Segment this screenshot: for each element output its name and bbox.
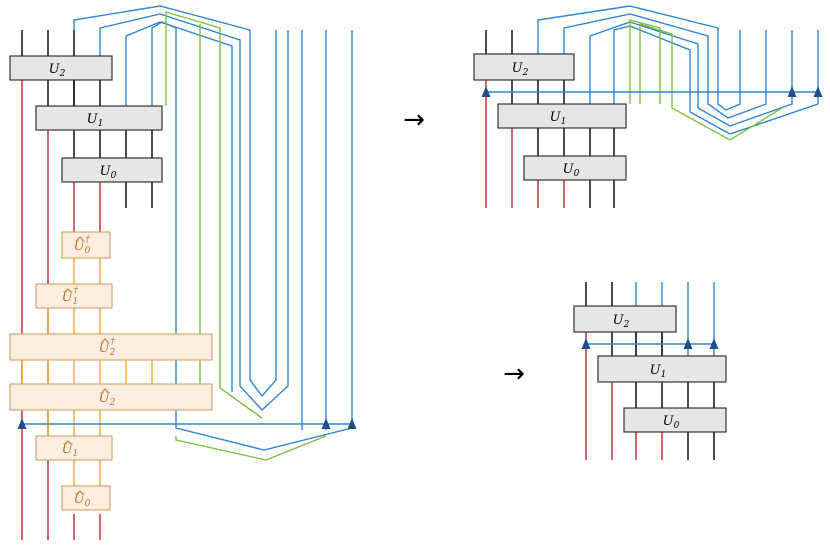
br-gate-u1-label: U1 [650,363,667,380]
br-gate-u2-label: U2 [613,313,630,330]
gates-layer [9,53,727,511]
left-green-loop-0 [165,11,263,419]
arrowheads-layer [17,86,823,429]
left-gate-u1 [35,105,163,131]
left-gate-u2-hat-label: U2 [99,391,116,408]
br-gate-u1 [597,355,727,383]
left-gate-u1-hat-hat [64,440,72,445]
tr-green-loop-1 [639,23,783,141]
transition-arrow-bottom: → [503,359,525,389]
left-arrowhead-0 [17,418,27,429]
left-gate-u2 [9,55,113,81]
left-gate-u0-hat [61,485,111,511]
br-gate-u0-label: U0 [663,414,680,431]
left-gate-u0-label: U0 [100,164,117,181]
tr-gate-u1 [497,103,627,129]
left-gate-u0-dagger-hat [76,236,84,241]
left-gate-u2-label: U2 [49,62,66,79]
left-gate-u2-dagger-label: U2† [99,337,116,358]
left-blue-loop-2 [125,21,233,392]
transition-arrow-top: → [403,105,425,135]
br-arrowhead-1 [683,338,693,349]
left-gate-u1-dagger [35,283,113,309]
tr-gate-u0-label: U0 [563,162,580,179]
wires-layer [21,5,819,540]
tr-blue-loop-0 [537,5,741,111]
left-gate-u1-dagger-label: U1† [62,286,79,307]
left-green-loop-1 [175,435,327,461]
left-gate-u0-dagger-label: U0† [74,235,91,256]
tr-arrowhead-0 [481,86,491,97]
left-gate-u1-hat-label: U1 [62,442,79,459]
left-gate-u0-hat-label: U0 [74,492,91,509]
left-gate-u2-hat-hat [101,388,109,393]
left-gate-u1-dagger-hat [64,288,72,293]
left-blue-loop-1 [99,13,289,411]
left-gate-u0-hat-hat [76,490,84,495]
tr-blue-loop-1 [563,13,767,119]
left-blue-loop-3 [151,21,353,451]
tr-gate-u1-label: U1 [550,110,567,127]
tr-green-loop-0 [629,19,661,104]
tr-gate-u2 [473,53,575,81]
left-blue-loop-0 [73,5,277,398]
br-arrowhead-0 [581,338,591,349]
left-gate-u2-dagger-hat [101,338,109,343]
left-gate-u0-dagger [61,231,111,259]
left-gate-u2-hat [9,383,213,411]
left-arrowhead-1 [321,418,331,429]
tr-arrowhead-1 [787,86,797,97]
left-gate-u2-dagger [9,333,213,361]
tr-gate-u2-label: U2 [512,61,529,78]
br-gate-u2 [573,305,677,333]
tr-arrowhead-2 [813,86,823,97]
br-gate-u0 [623,407,727,433]
left-gate-u0 [61,157,163,183]
left-gate-u1-hat [35,435,113,461]
left-gate-u1-label: U1 [87,112,104,129]
tr-gate-u0 [523,155,627,181]
tr-blue-loop-3 [613,25,819,135]
br-arrowhead-2 [709,338,719,349]
left-arrowhead-2 [347,418,357,429]
